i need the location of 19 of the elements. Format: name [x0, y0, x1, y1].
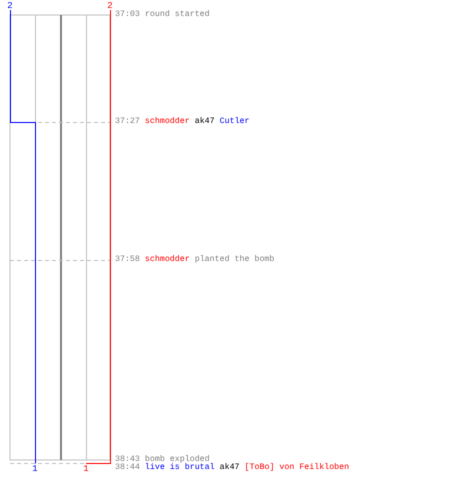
event-text: schmodder [144, 117, 190, 126]
event-text: Cutler [220, 117, 250, 126]
player-count: 2 [7, 2, 13, 11]
timestamp: 37:58 [115, 255, 140, 264]
event-text: schmodder [144, 255, 190, 264]
event-text: planted the bomb [194, 255, 274, 264]
player-count: 1 [83, 465, 89, 474]
event-text: [ToBo] von Feilkloben [244, 463, 350, 472]
timestamp: 38:44 [115, 463, 140, 472]
event-text: bomb exploded [144, 455, 210, 464]
timestamp: 37:27 [115, 117, 140, 126]
event-text: live is brutal [144, 463, 215, 472]
timestamp: 37:03 [115, 10, 140, 19]
event-text: round started [144, 10, 210, 19]
player-count: 1 [32, 465, 38, 474]
timestamp: 38:43 [115, 455, 140, 464]
event-text: ak47 [220, 463, 240, 472]
player-count: 2 [107, 2, 113, 11]
event-text: ak47 [194, 117, 215, 126]
